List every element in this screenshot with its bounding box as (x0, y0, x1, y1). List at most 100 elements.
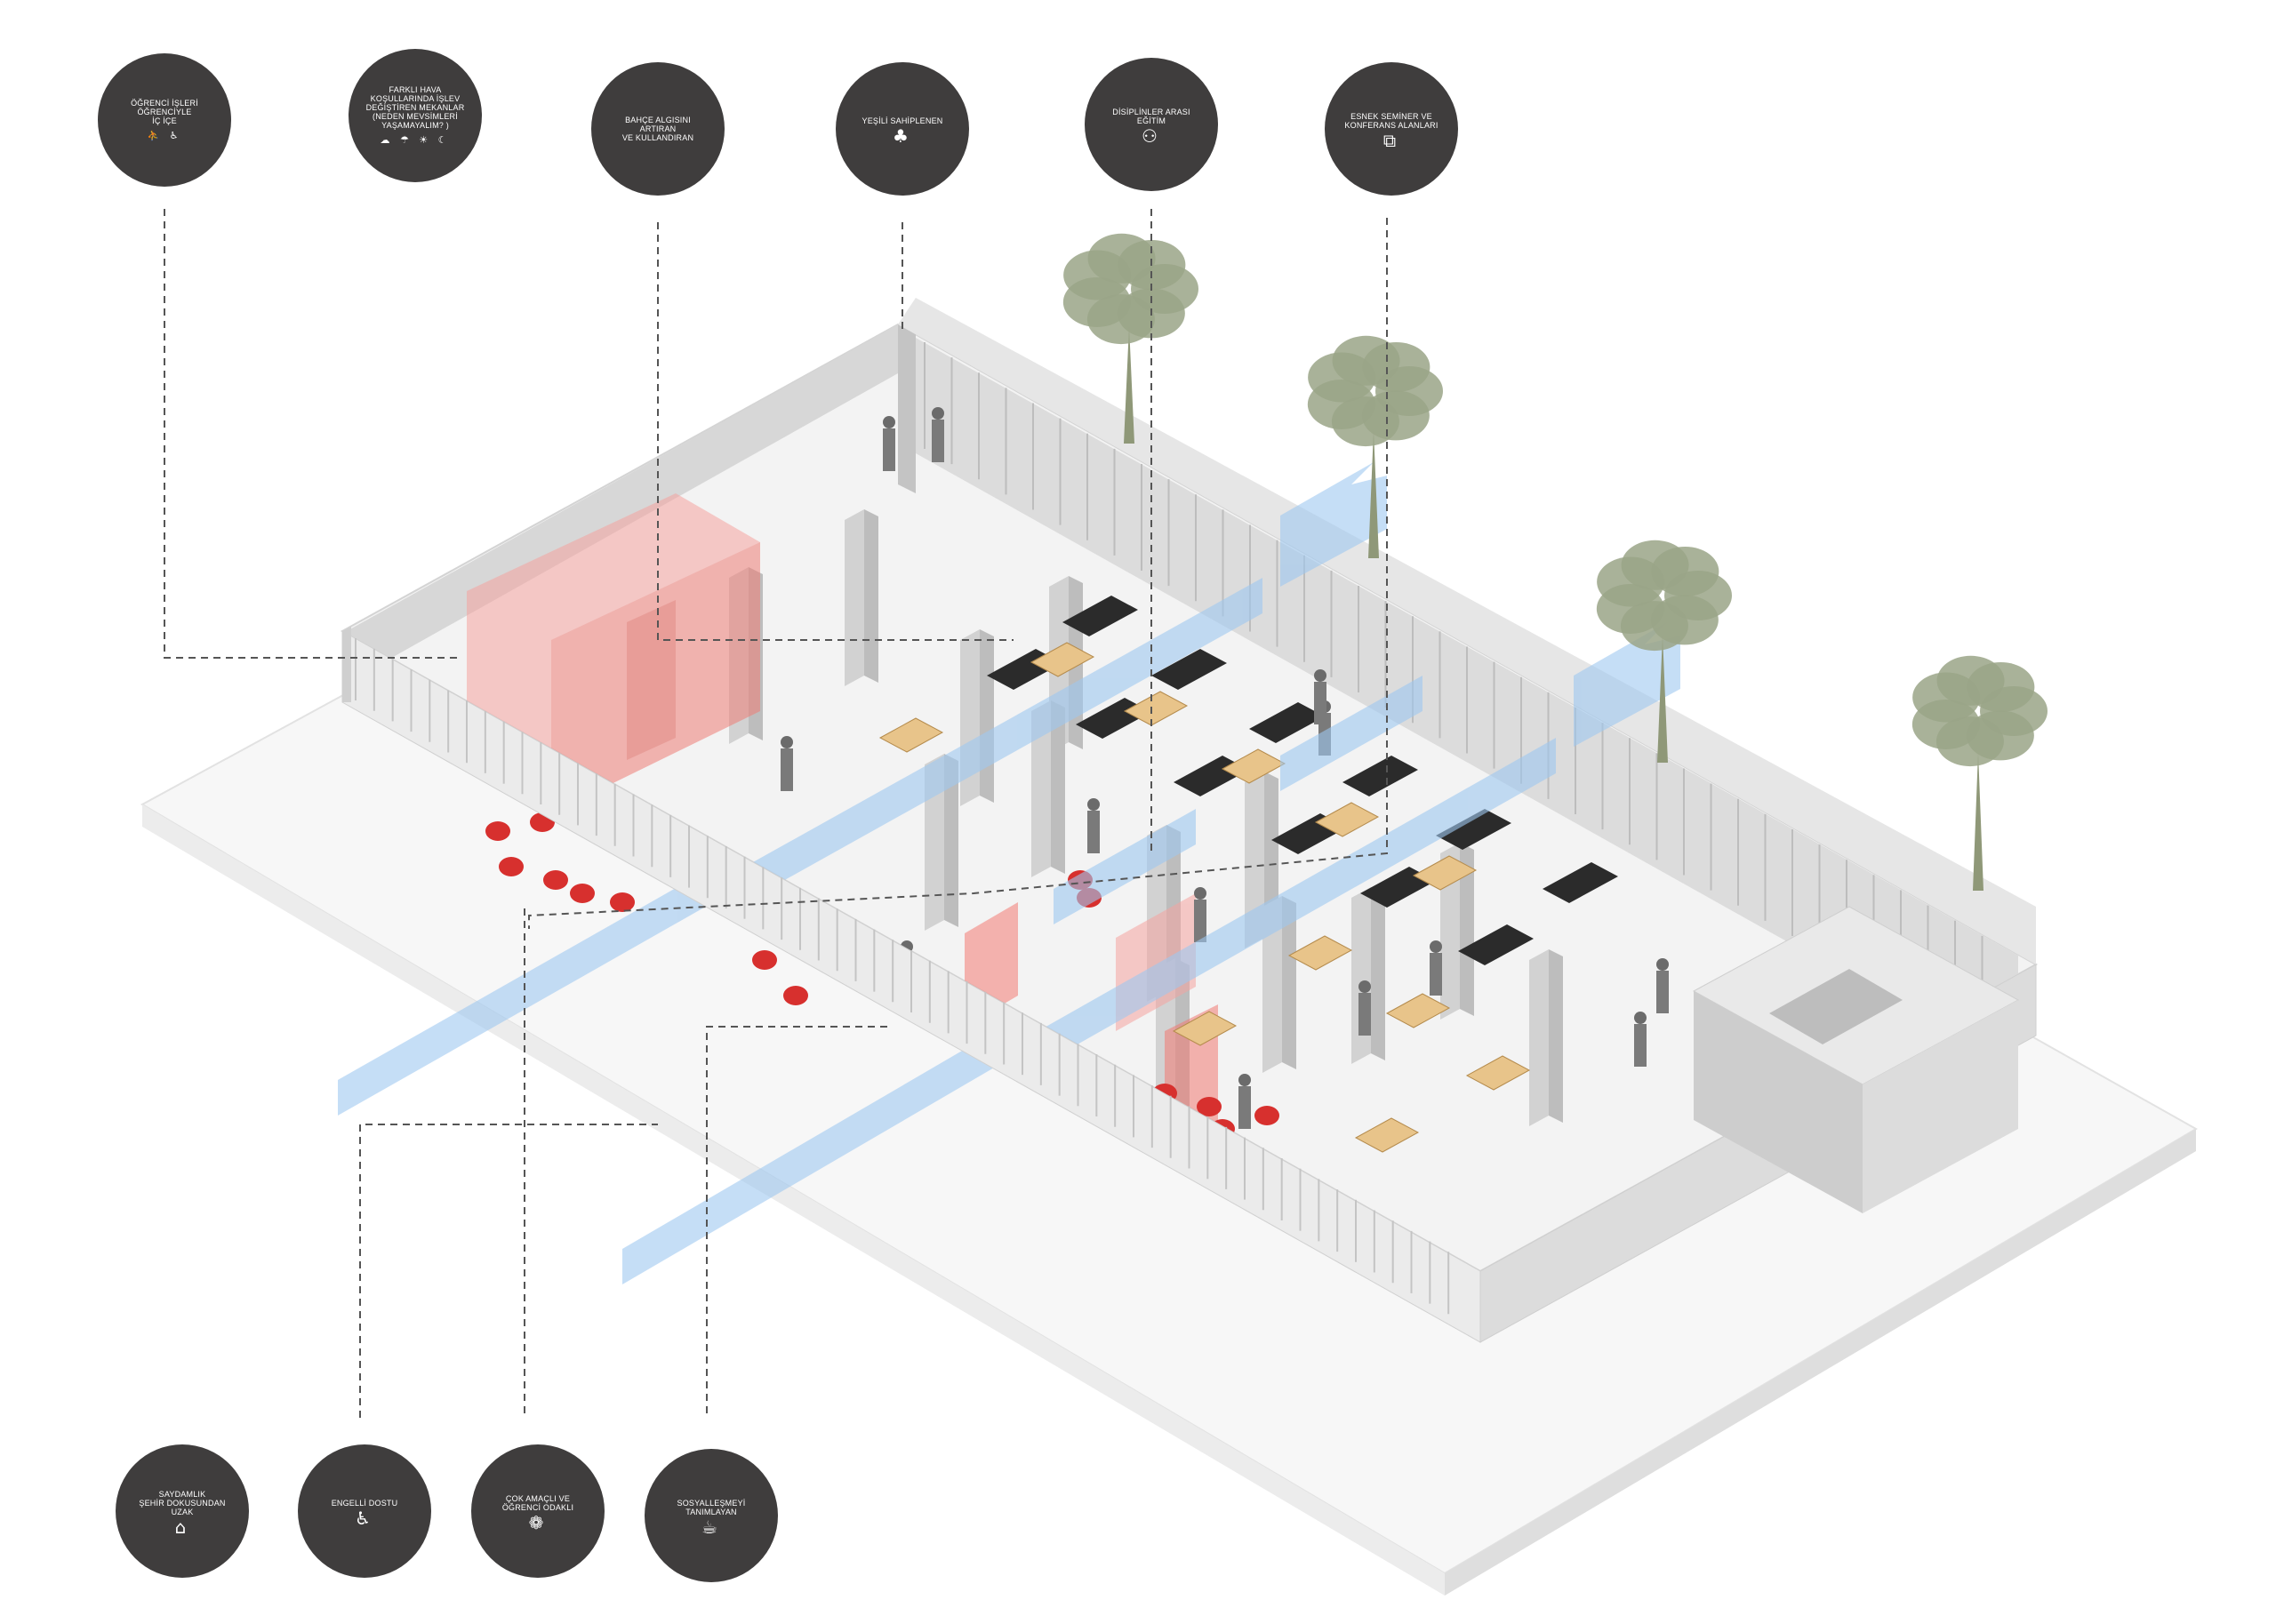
interlocking-circles-icon: ❁ (528, 1512, 548, 1533)
person-body (932, 420, 944, 462)
person-body (883, 428, 895, 471)
tree-trunk (1124, 326, 1134, 444)
badge-disiplinler-arasi: DİSİPLİNLER ARASI EĞİTİM ⚇ (1085, 58, 1218, 191)
red-chair (570, 884, 595, 903)
group-learning-icon: ⚇ (1142, 125, 1161, 147)
people-wheelchair-icons: ⛹ ♿ (147, 130, 182, 141)
window-plant-icon: ⌂ (174, 1516, 190, 1538)
stair-block (1692, 906, 2020, 1213)
tree-trunk (1973, 752, 1983, 891)
red-chairs (485, 812, 1279, 1139)
badge-bahce-algisi-label: BAHÇE ALGISINI ARTIRAN VE KULLANDIRAN (621, 116, 694, 142)
desk (878, 717, 944, 753)
tree-hand-icon: ♣ (893, 125, 912, 147)
person-body (1656, 971, 1669, 1013)
bench (1436, 809, 1511, 850)
furniture-layout (878, 596, 1618, 1153)
highlight-volume-studio (467, 493, 760, 813)
badge-farkli-hava: FARKLI HAVA KOŞULLARINDA İŞLEV DEĞİŞTİRE… (349, 49, 482, 182)
leader-line-bahce-algisi (657, 222, 1014, 641)
column-side (1282, 896, 1296, 1069)
column (1245, 772, 1264, 948)
weather-icons: ☁ ☂ ☀ ☾ (380, 134, 451, 146)
badge-sosyallesmeyi-label: SOSYALLEŞMEYİ TANIMLAYAN (677, 1499, 746, 1516)
red-chair (783, 986, 808, 1005)
person-body (781, 748, 793, 791)
bench (1342, 756, 1418, 796)
tree-foliage (1362, 341, 1431, 392)
red-chair (1254, 1106, 1279, 1125)
red-chair (1197, 1097, 1222, 1116)
badge-esnek-seminer-label: ESNEK SEMİNER VE KONFERANS ALANLARI (1344, 112, 1439, 130)
airflow-band-4 (1022, 738, 1556, 1076)
person-head (883, 416, 895, 428)
tree-trunk (1368, 430, 1379, 558)
red-chair (543, 870, 568, 890)
person-head (1634, 1012, 1647, 1024)
person-head (781, 736, 793, 748)
leader-lines (164, 209, 1388, 1418)
person-head (1087, 798, 1100, 811)
badge-cok-amacli-label: ÇOK AMAÇLI VE ÖĞRENCİ ODAKLI (501, 1494, 574, 1512)
tree-foliage (1967, 661, 2035, 712)
badge-saydamlik: SAYDAMLIK ŞEHİR DOKUSUNDAN UZAK ⌂ (116, 1444, 249, 1578)
bench (1458, 924, 1534, 965)
column-side (1549, 949, 1563, 1123)
desk (1412, 855, 1478, 891)
puzzle-icon: ⧉ (1382, 130, 1400, 151)
person-body (1238, 1086, 1251, 1129)
desk (1354, 1117, 1420, 1153)
person-body (1358, 993, 1371, 1036)
trees (1062, 233, 2048, 891)
badge-esnek-seminer: ESNEK SEMİNER VE KONFERANS ALANLARI ⧉ (1325, 62, 1458, 196)
badge-engelli-dostu-label: ENGELLİ DOSTU (331, 1499, 398, 1508)
person-head (1656, 958, 1669, 971)
badge-engelli-dostu: ENGELLİ DOSTU ♿ (298, 1444, 431, 1578)
desk (1123, 691, 1189, 726)
person-head (932, 407, 944, 420)
chat-coffee-icon: ☕ (701, 1516, 721, 1538)
badge-yesili-sahiplenen-label: YEŞİLİ SAHİPLENEN (862, 116, 943, 125)
badge-bahce-algisi: BAHÇE ALGISINI ARTIRAN VE KULLANDIRAN (591, 62, 725, 196)
airflow-band-1 (338, 858, 729, 1116)
front-wall-glazing (355, 638, 1450, 1315)
person-body (1194, 900, 1206, 942)
bench (1151, 649, 1227, 690)
column (845, 509, 864, 686)
badge-yesili-sahiplenen: YEŞİLİ SAHİPLENEN ♣ (836, 62, 969, 196)
badge-cok-amacli: ÇOK AMAÇLI VE ÖĞRENCİ ODAKLI ❁ (471, 1444, 605, 1578)
desk (1385, 993, 1451, 1028)
column (1529, 949, 1549, 1126)
person-head (1194, 887, 1206, 900)
badge-saydamlik-label: SAYDAMLIK ŞEHİR DOKUSUNDAN UZAK (139, 1490, 226, 1516)
desk (1314, 802, 1380, 837)
leader-line-esnek-seminer (528, 218, 1388, 929)
person-head (1238, 1074, 1251, 1086)
leader-line-saydamlik (359, 1124, 658, 1418)
badge-ogrenci-isleri: ÖĞRENCİ İŞLERİ ÖĞRENCİYLE İÇ İÇE ⛹ ♿ (98, 53, 231, 187)
leader-line-ogrenci-isleri (164, 209, 462, 659)
column-side (864, 509, 878, 683)
column (1262, 896, 1282, 1073)
column-side (1371, 887, 1385, 1060)
red-chair (499, 857, 524, 876)
person-head (1314, 669, 1326, 682)
column-side (1051, 700, 1065, 874)
airflow-arrows (338, 462, 1680, 1284)
red-chair (752, 950, 777, 970)
column (1031, 700, 1051, 877)
badge-farkli-hava-label: FARKLI HAVA KOŞULLARINDA İŞLEV DEĞİŞTİRE… (365, 85, 465, 130)
airflow-band-3 (729, 578, 1262, 911)
person-body (1314, 682, 1326, 724)
badge-disiplinler-arasi-label: DİSİPLİNLER ARASI EĞİTİM (1112, 108, 1190, 125)
airflow-arrowhead-2 (1574, 622, 1680, 747)
red-chair (610, 892, 635, 912)
wheelchair-icon: ♿ (355, 1508, 374, 1529)
badge-sosyallesmeyi: SOSYALLEŞMEYİ TANIMLAYAN ☕ (645, 1449, 778, 1582)
column-side (1460, 843, 1474, 1016)
badge-ogrenci-isleri-label: ÖĞRENCİ İŞLERİ ÖĞRENCİYLE İÇ İÇE (131, 99, 198, 125)
desk (1465, 1055, 1531, 1091)
tree-trunk (1657, 635, 1668, 763)
column-side (944, 754, 958, 927)
